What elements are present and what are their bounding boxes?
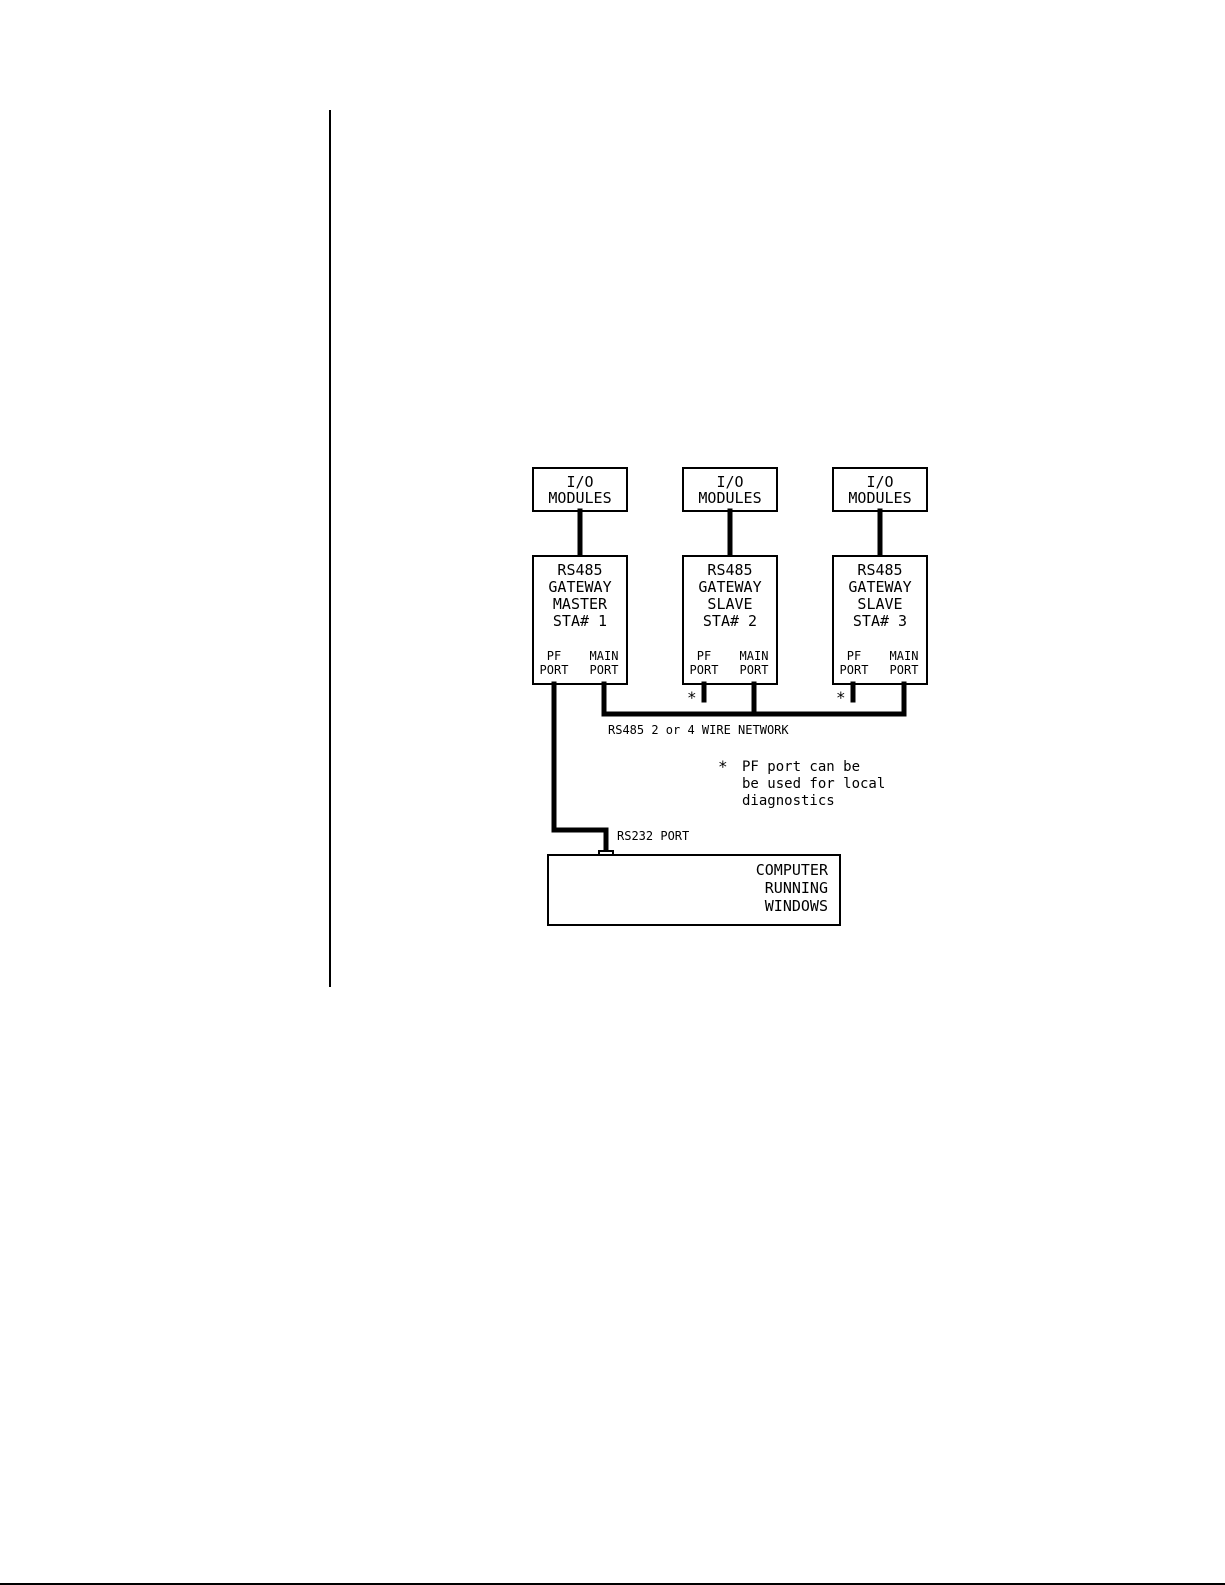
main-port-label: PORT [590,663,619,677]
gateway-label-line3: SLAVE [857,595,902,613]
computer-box: COMPUTER RUNNING WINDOWS [548,855,840,925]
footnote-marker: * [718,757,728,776]
pf-port-label: PF [547,649,561,663]
io-module-box-3: I/O MODULES [833,468,927,511]
pf-port-label: PORT [840,663,869,677]
gateway-label-line4: STA# 2 [703,612,757,630]
gateway-label-line1: RS485 [857,561,902,579]
gateway-label-line2: GATEWAY [848,578,911,596]
footnote-line3: diagnostics [742,793,835,809]
gateway-label-line2: GATEWAY [548,578,611,596]
io-module-label-line2: MODULES [848,489,911,507]
pf-port-footnote: * PF port can be be used for local diagn… [718,757,885,809]
gateway-label-line2: GATEWAY [698,578,761,596]
rs232-cable [554,684,606,851]
gateway-label-line3: SLAVE [707,595,752,613]
gateway-box-slave-3: RS485 GATEWAY SLAVE STA# 3 PF PORT MAIN … [833,556,927,684]
computer-label-line1: COMPUTER [756,861,829,879]
pf-port-marker: * [836,688,846,707]
gateway-label-line4: STA# 1 [553,612,607,630]
gateway-label-line1: RS485 [707,561,752,579]
main-port-label: PORT [740,663,769,677]
network-label: RS485 2 or 4 WIRE NETWORK [608,723,789,737]
rs232-port-label: RS232 PORT [617,829,689,843]
computer-label-line3: WINDOWS [765,897,828,915]
gateway-label-line1: RS485 [557,561,602,579]
io-module-label-line2: MODULES [548,489,611,507]
gateway-label-line3: MASTER [553,595,608,613]
pf-port-label: PF [847,649,861,663]
footnote-line2: be used for local [742,776,885,792]
pf-port-label: PORT [540,663,569,677]
gateway-label-line4: STA# 3 [853,612,907,630]
main-port-label: MAIN [590,649,619,663]
pf-port-label: PF [697,649,711,663]
gateway-box-slave-2: RS485 GATEWAY SLAVE STA# 2 PF PORT MAIN … [683,556,777,684]
io-module-label-line2: MODULES [698,489,761,507]
main-port-label: MAIN [890,649,919,663]
main-port-label: MAIN [740,649,769,663]
gateway-box-master: RS485 GATEWAY MASTER STA# 1 PF PORT MAIN… [533,556,627,684]
io-module-box-1: I/O MODULES [533,468,627,511]
io-module-box-2: I/O MODULES [683,468,777,511]
footnote-line1: PF port can be [742,759,860,775]
pf-port-label: PORT [690,663,719,677]
pf-port-marker: * [687,688,697,707]
computer-label-line2: RUNNING [765,879,828,897]
main-port-label: PORT [890,663,919,677]
